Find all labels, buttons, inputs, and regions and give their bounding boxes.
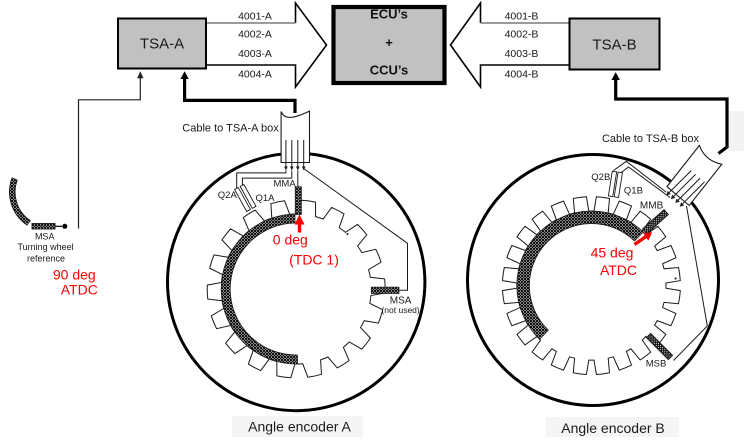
svg-text:4003-A: 4003-A xyxy=(238,48,272,60)
svg-text:Q2B: Q2B xyxy=(591,172,610,183)
svg-text:90 deg: 90 deg xyxy=(53,266,96,282)
svg-text:ECU’s: ECU’s xyxy=(370,7,408,22)
svg-text:4001-B: 4001-B xyxy=(505,11,539,23)
svg-text:4001-A: 4001-A xyxy=(238,11,272,23)
svg-text:4002-A: 4002-A xyxy=(238,29,272,41)
svg-text:MSA: MSA xyxy=(390,296,412,307)
svg-text:45 deg: 45 deg xyxy=(591,244,634,260)
svg-text:MSB: MSB xyxy=(646,359,667,370)
svg-text:Turning wheel: Turning wheel xyxy=(17,242,73,252)
svg-text:4003-B: 4003-B xyxy=(505,48,539,60)
svg-text:Cable to TSA-A box: Cable to TSA-A box xyxy=(182,123,279,135)
svg-text:(not used): (not used) xyxy=(381,305,419,315)
svg-text:4004-B: 4004-B xyxy=(505,69,539,81)
svg-text:+: + xyxy=(385,35,393,50)
svg-text:reference: reference xyxy=(27,254,65,264)
svg-text:MMB: MMB xyxy=(640,201,664,212)
svg-text:MMA: MMA xyxy=(274,178,297,189)
svg-text:0 deg: 0 deg xyxy=(273,232,308,248)
svg-text:Cable to TSA-B box: Cable to TSA-B box xyxy=(602,133,700,145)
svg-text:TSA-B: TSA-B xyxy=(592,37,636,54)
svg-text:Q2A: Q2A xyxy=(218,190,238,201)
svg-text:Q1A: Q1A xyxy=(255,193,275,204)
svg-text:CCU’s: CCU’s xyxy=(370,63,409,78)
svg-text:MSA: MSA xyxy=(35,232,55,242)
svg-text:Angle encoder A: Angle encoder A xyxy=(248,419,351,435)
svg-text:4004-A: 4004-A xyxy=(238,69,272,81)
svg-text:4002-B: 4002-B xyxy=(505,29,539,41)
svg-text:(TDC 1): (TDC 1) xyxy=(289,252,339,268)
svg-text:Angle encoder B: Angle encoder B xyxy=(561,420,665,436)
svg-text:TSA-A: TSA-A xyxy=(140,36,184,53)
svg-text:ATDC: ATDC xyxy=(600,262,637,278)
svg-text:ATDC: ATDC xyxy=(61,281,98,297)
svg-text:Q1B: Q1B xyxy=(624,186,643,197)
